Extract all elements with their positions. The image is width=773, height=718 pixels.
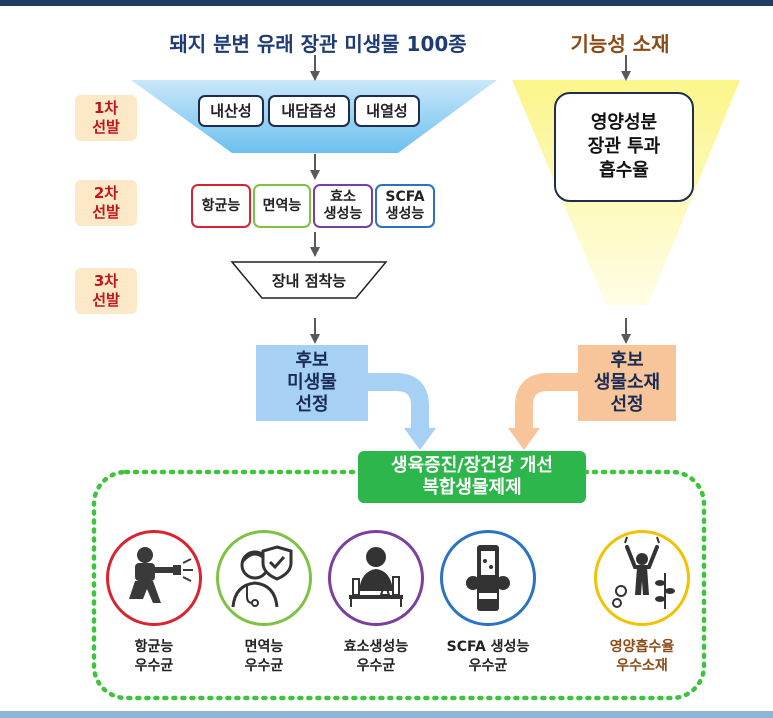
nutrient-absorption-box: 영양성분 장관 투과 흡수율 bbox=[554, 92, 694, 202]
soldier-icon bbox=[129, 547, 193, 603]
outcome-circle-immunity bbox=[216, 530, 312, 626]
outcome-circle-scfa bbox=[440, 530, 536, 626]
candidate-microbe-box: 후보 미생물 선정 bbox=[256, 345, 368, 421]
title-right: 기능성 소재 bbox=[570, 32, 670, 56]
growth-person-icon bbox=[612, 536, 675, 609]
outcome-circle-antibacterial bbox=[106, 530, 202, 626]
tag-immunity: 면역능 bbox=[253, 184, 311, 228]
bottom-border bbox=[0, 711, 773, 718]
candidate-material-box: 후보 생물소재 선정 bbox=[578, 345, 676, 421]
doctor-shield-icon bbox=[231, 545, 293, 608]
tag-antibacterial: 항균능 bbox=[191, 184, 251, 228]
stage3-label: 장내 점착능 bbox=[271, 272, 347, 290]
outcome-circle-enzyme bbox=[328, 530, 424, 626]
orange-curve-arrow bbox=[515, 373, 578, 430]
blue-curve-arrow bbox=[368, 373, 429, 430]
outcome-circle-nutrient bbox=[594, 530, 690, 626]
title-left: 돼지 분변 유래 장관 미생물 100종 bbox=[169, 32, 467, 56]
filter-heat-tolerance: 내열성 bbox=[354, 95, 420, 127]
police-shield-icon bbox=[466, 545, 510, 611]
result-banner: 생육증진/장건강 개선 복합생물제제 bbox=[358, 451, 586, 503]
scientist-icon bbox=[349, 547, 403, 607]
stage3-funnel bbox=[230, 261, 388, 299]
top-border bbox=[0, 0, 773, 6]
filter-bile-tolerance: 내담즙성 bbox=[268, 95, 350, 127]
filter-acid-tolerance: 내산성 bbox=[198, 95, 264, 127]
